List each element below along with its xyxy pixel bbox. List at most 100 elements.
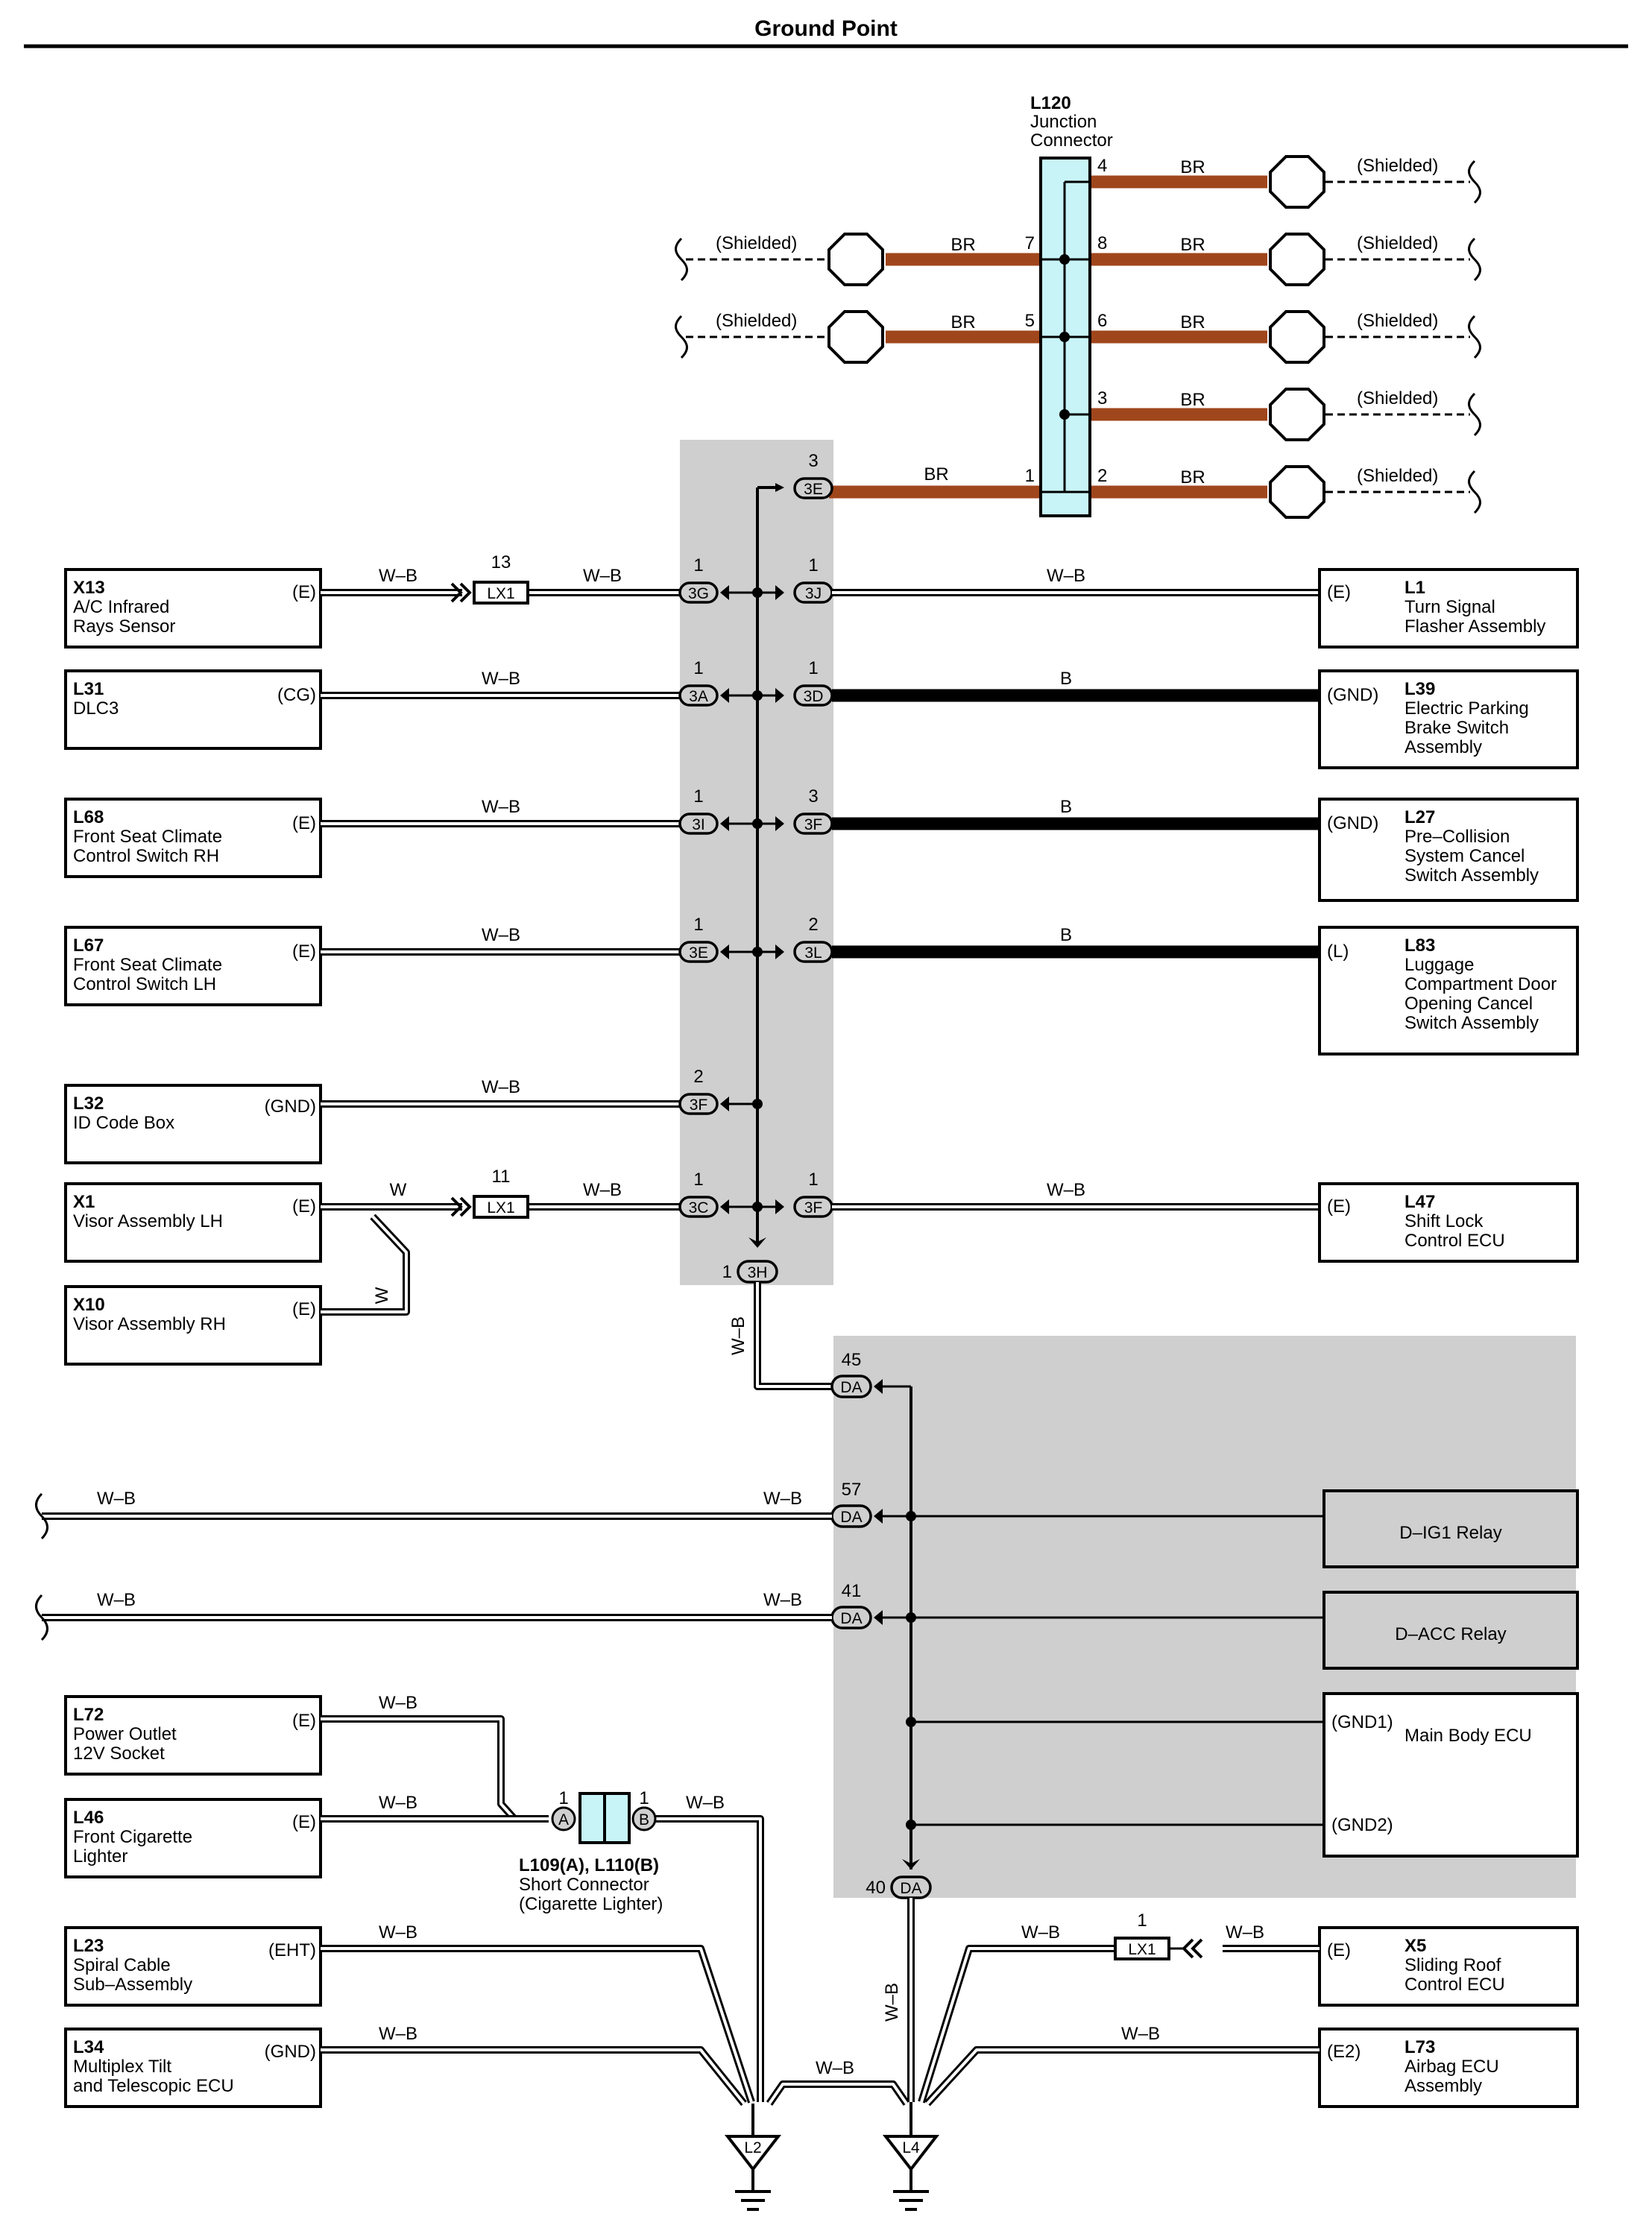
device-name: Electric Parking [1404, 698, 1529, 719]
wire-color-label: W–B [379, 1793, 417, 1813]
terminal-label: (E) [292, 1299, 316, 1319]
terminal-label: (GND) [265, 1097, 316, 1117]
wire-color-label: W–B [1226, 1922, 1264, 1943]
main-body-ecu [1322, 1692, 1579, 1858]
device-name: Compartment Door [1404, 974, 1557, 994]
wire-color-label: BR [1180, 312, 1205, 332]
terminal-label: (E) [292, 1196, 316, 1217]
wire-color-label: W–B [1047, 1180, 1085, 1200]
bottom-left-wires [321, 1715, 910, 2107]
wire-color-label: W–B [97, 1489, 136, 1509]
wire-color-label: W–B [1047, 566, 1085, 586]
conn-pin: 1 [808, 658, 818, 678]
device-id: L31 [73, 679, 104, 699]
junction-pin: 2 [1097, 466, 1107, 486]
device-name: Visor Assembly RH [73, 1314, 226, 1334]
device-name: Luggage [1404, 955, 1474, 975]
conn-pin: 1 [693, 915, 703, 935]
conn-code: 3C [689, 1199, 709, 1217]
device-box-x1 [64, 1182, 322, 1263]
lx1-connector-top [450, 581, 529, 605]
wire-color-label: BR [1180, 157, 1205, 177]
short-connector-id: L109(A), L110(B) [519, 1855, 659, 1875]
device-name: Sliding Roof [1404, 1955, 1501, 1975]
ground-label: L4 [902, 2139, 920, 2156]
device-box-x10 [64, 1285, 322, 1366]
device-id: L83 [1404, 935, 1435, 956]
br-wires [829, 175, 1267, 499]
junction-name-2: Connector [1030, 130, 1113, 151]
device-box-l72 [64, 1695, 322, 1776]
conn-code: 3L [804, 944, 822, 962]
ground-label: L2 [744, 2139, 761, 2156]
shield-dashed-lines [675, 160, 1481, 514]
conn-pin: 2 [808, 915, 818, 935]
terminal-label: (GND) [265, 2042, 316, 2062]
right-wires [832, 589, 1320, 1211]
terminal-label: (E) [292, 941, 316, 962]
wire-color-label: BR [1180, 235, 1205, 255]
shielded-label: (Shielded) [716, 311, 797, 331]
conn-pin: 11 [492, 1167, 511, 1187]
wire-color-label: B [1060, 797, 1072, 817]
device-name: DLC3 [73, 698, 119, 719]
conn-pin: 1 [722, 1262, 732, 1282]
relay-d-acc [1322, 1591, 1579, 1670]
device-id: X13 [73, 578, 105, 598]
conn-code: 3J [805, 585, 822, 602]
left-connectors [678, 581, 763, 1218]
wire-color-label: W [372, 1287, 392, 1304]
device-box-l34 [64, 2028, 322, 2108]
bottom-right-wires [918, 1945, 1320, 2107]
conn-pin: 1 [639, 1788, 649, 1808]
conn-code: 3D [804, 688, 824, 705]
wire-color-label: W–B [482, 925, 520, 945]
wire-color-label: W–B [379, 2024, 417, 2044]
terminal-label: (EHT) [268, 1940, 316, 1960]
device-name: ID Code Box [73, 1113, 174, 1133]
conn-code: 3F [804, 1199, 823, 1217]
conn-pin: 3 [808, 451, 818, 471]
wire-color-label: B [1060, 925, 1072, 945]
device-name: Brake Switch [1404, 718, 1509, 738]
wire-color-label: W–B [482, 669, 520, 689]
device-name: Front Seat Climate [73, 827, 222, 847]
junction-id: L120 [1030, 93, 1071, 113]
conn-code: DA [840, 1379, 862, 1396]
shielded-label: (Shielded) [716, 233, 797, 253]
wire-color-label: W–B [728, 1316, 748, 1355]
junction-pin: 4 [1097, 156, 1107, 176]
conn-code: DA [840, 1610, 862, 1627]
device-box-l23 [64, 1926, 322, 2007]
device-id: L73 [1404, 2037, 1435, 2057]
conn-pin: 3 [808, 786, 818, 807]
junction-pin: 8 [1097, 233, 1107, 253]
conn-code: LX1 [487, 1199, 514, 1217]
device-name: Flasher Assembly [1404, 616, 1545, 637]
device-name: A/C Infrared [73, 597, 169, 617]
conn-code: B [639, 1811, 649, 1828]
ground-symbol-l4 [882, 2102, 940, 2211]
conn-pin: 1 [693, 1170, 703, 1190]
bottom-left-devices [64, 1695, 322, 2108]
page-title: Ground Point [754, 16, 898, 41]
device-id: X5 [1404, 1936, 1426, 1956]
device-name: Multiplex Tilt [73, 2057, 171, 2077]
device-id: L34 [73, 2037, 104, 2057]
device-id: X1 [73, 1192, 95, 1212]
device-id: L39 [1404, 679, 1435, 699]
wire-color-label: W–B [379, 1693, 417, 1713]
da-long-wires [35, 1492, 832, 1641]
device-name: Main Body ECU [1404, 1726, 1532, 1746]
junction-pin: 3 [1097, 388, 1107, 408]
device-name: Front Seat Climate [73, 955, 222, 975]
terminal-label: (E) [292, 1812, 316, 1832]
wire-color-label: BR [950, 312, 975, 332]
wire-color-label: W–B [882, 1983, 902, 2022]
conn-pin: 13 [491, 552, 511, 572]
terminal-label: (E) [1327, 1196, 1351, 1217]
device-id: L72 [73, 1705, 104, 1725]
junction-pin: 5 [1025, 311, 1035, 331]
device-name: Shift Lock [1404, 1211, 1484, 1231]
device-name: Spiral Cable [73, 1955, 171, 1975]
